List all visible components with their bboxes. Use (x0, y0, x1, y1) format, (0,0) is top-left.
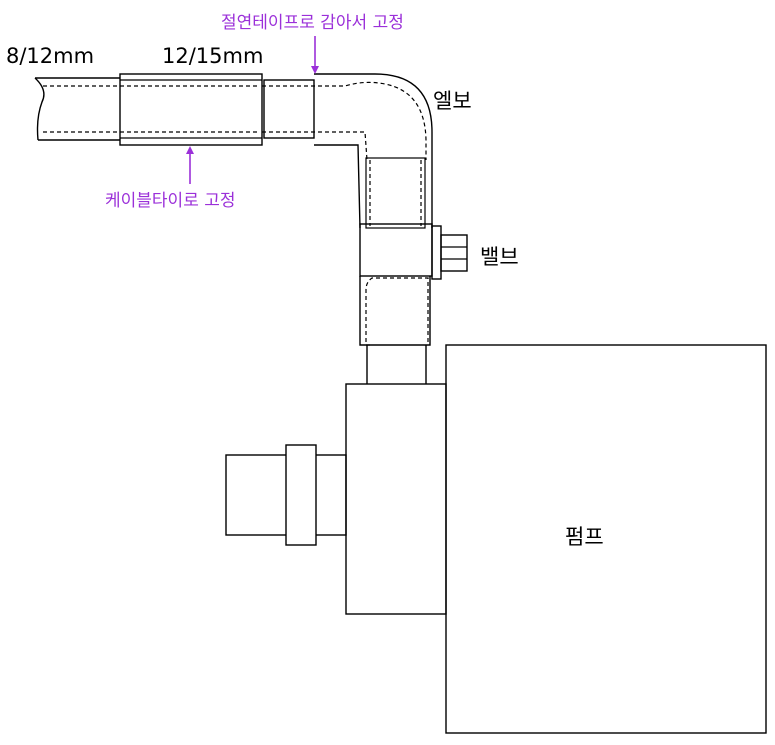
lower-hose (359, 276, 431, 384)
pump-body (445, 344, 767, 734)
valve (359, 223, 468, 280)
annotation-cable-tie: 케이블타이로 고정 (105, 191, 236, 211)
small-hose (34, 77, 260, 141)
label-valve: 밸브 (480, 245, 519, 269)
label-hose-large: 12/15mm (162, 44, 263, 68)
label-hose-small: 8/12mm (6, 44, 94, 68)
pump-inlet (225, 383, 447, 615)
annotation-tape: 절연테이프로 감아서 고정 (221, 13, 404, 33)
label-elbow: 엘보 (433, 89, 472, 113)
elbow-fitting (262, 73, 433, 229)
large-hose-sleeve (119, 73, 263, 146)
label-pump: 펌프 (565, 525, 604, 549)
